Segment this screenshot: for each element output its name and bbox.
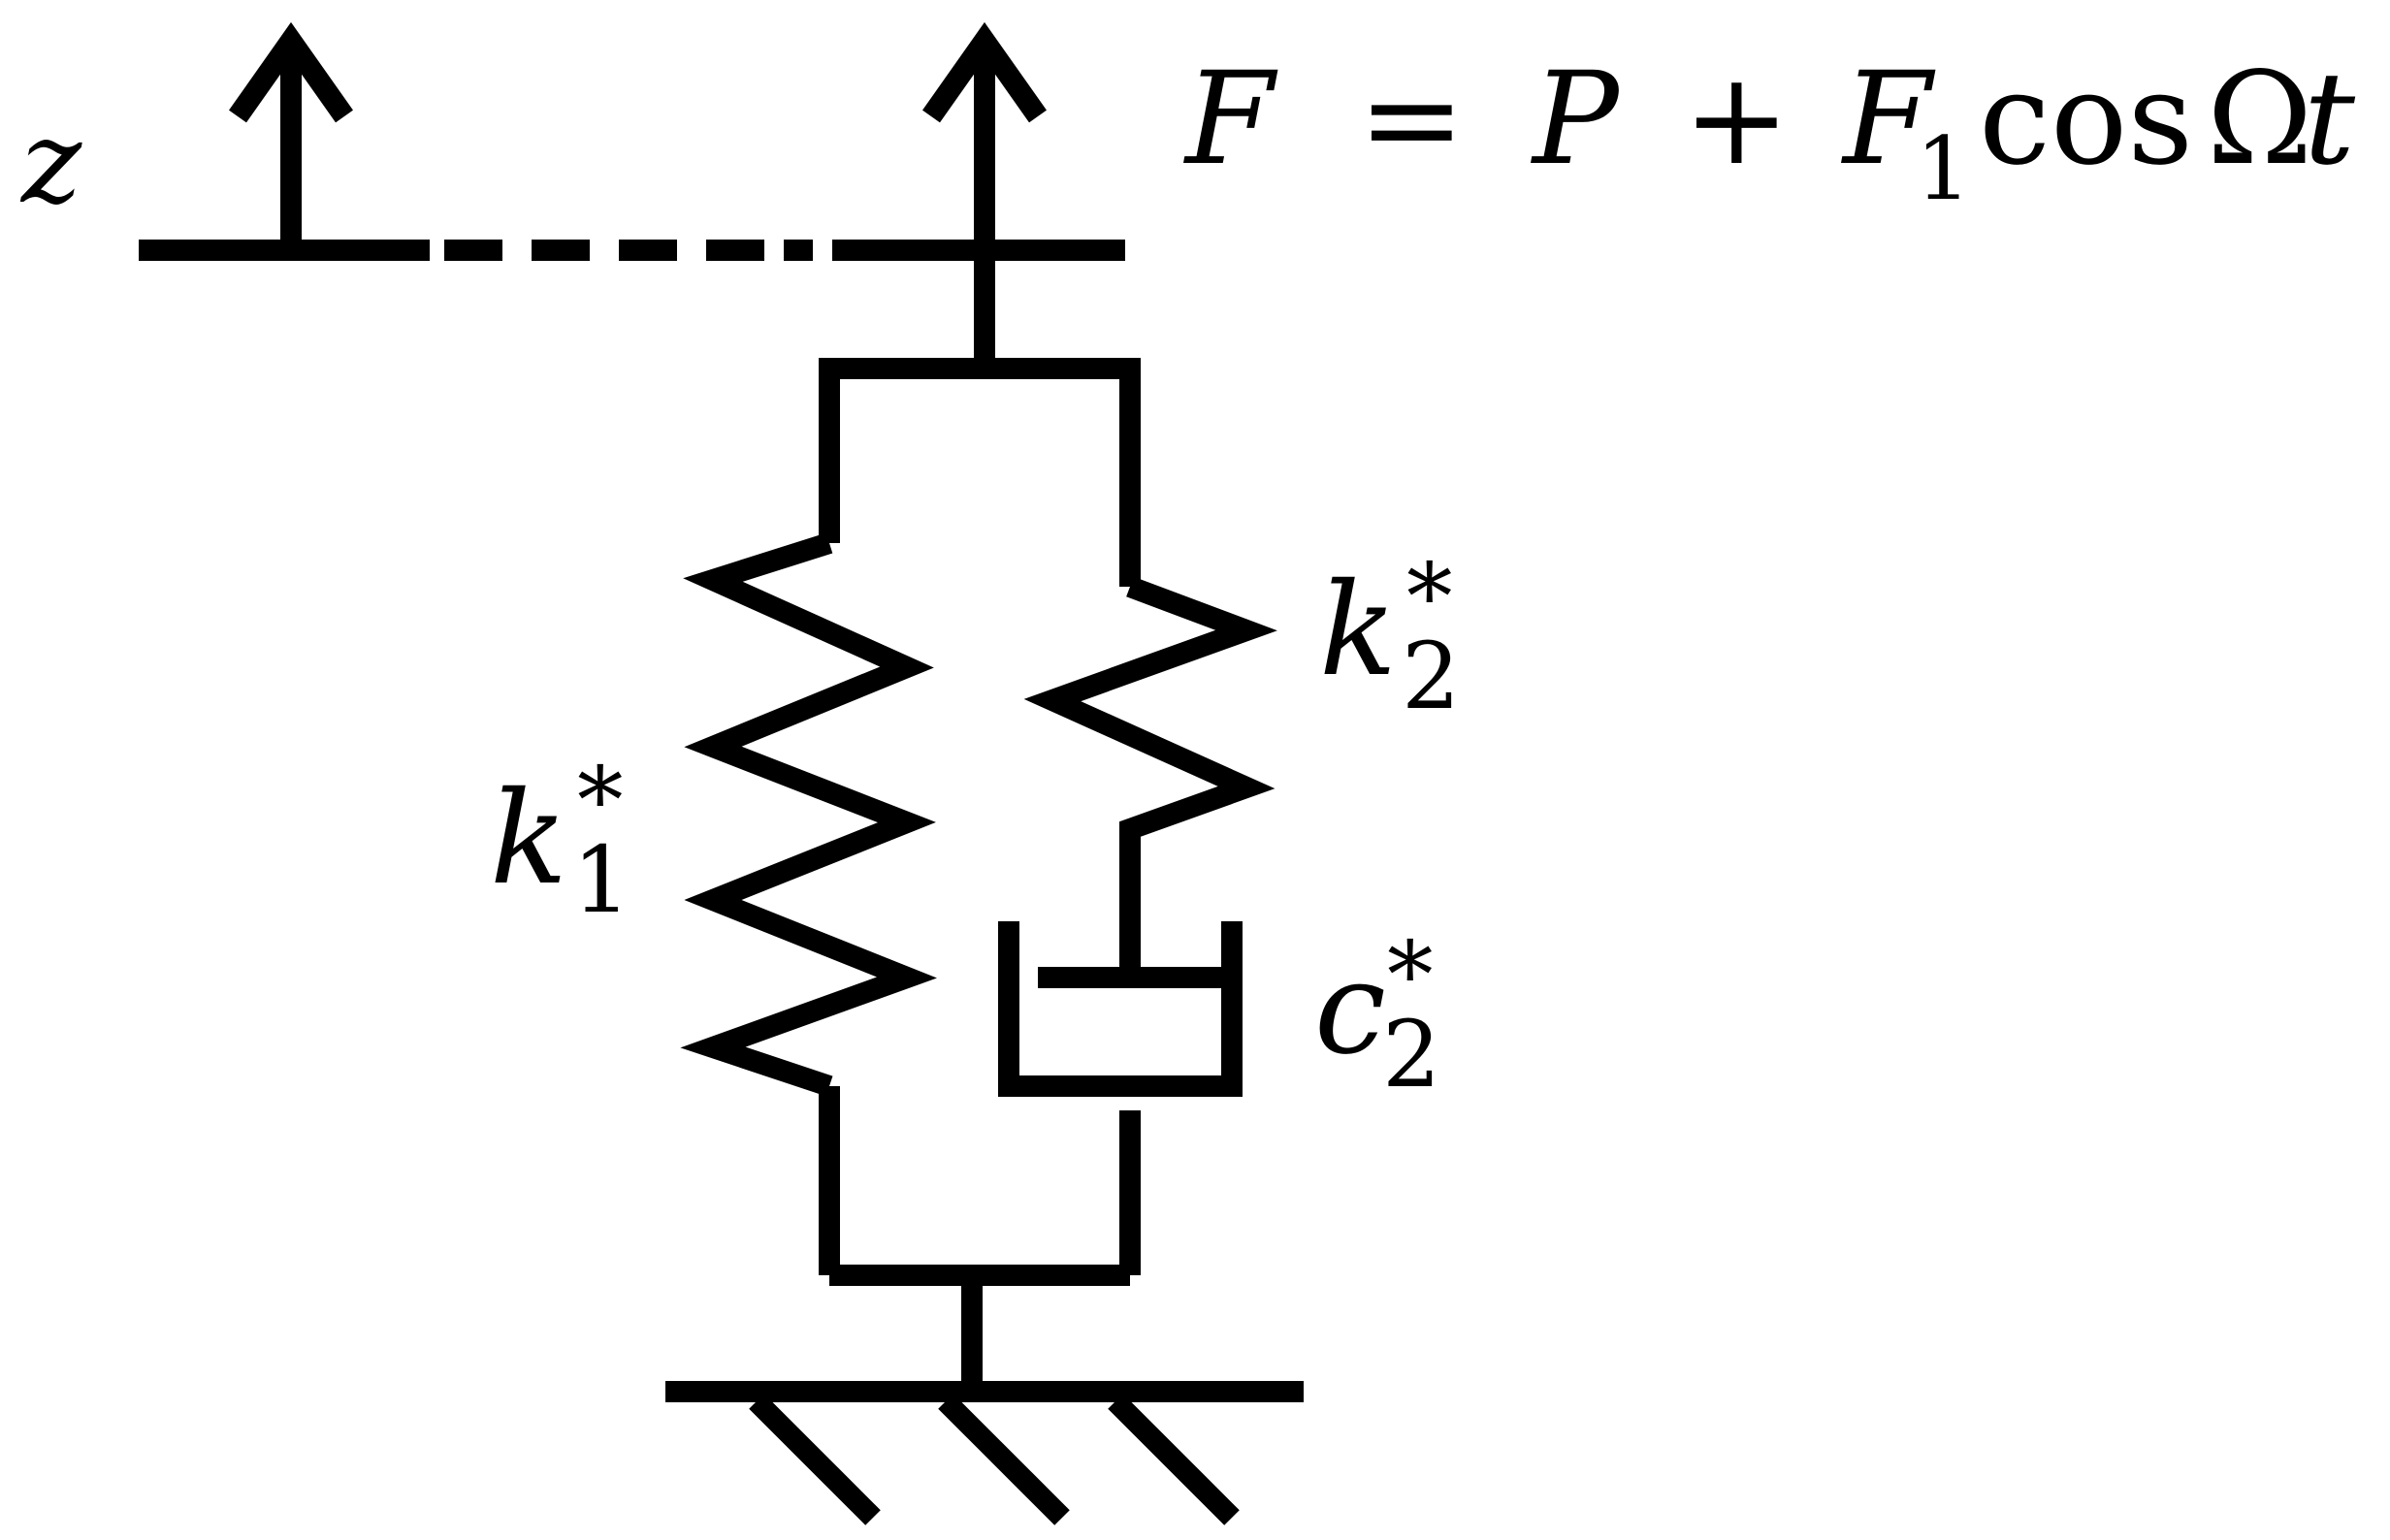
force-equation: F = P + F 1 cos Ω t: [1183, 45, 2356, 230]
spring-k2: [1023, 576, 1277, 979]
k1-label: k 1 *: [490, 748, 671, 943]
spring-k1: [680, 532, 937, 1097]
top-crossbar: [819, 358, 1141, 587]
z-label: z: [19, 95, 82, 229]
bottom-crossbar: [819, 1086, 1130, 1392]
c2-label: c 2 *: [1314, 922, 1481, 1117]
damper-c2: [998, 921, 1243, 1275]
ground-icon: [665, 1381, 1304, 1525]
z-arrow: [229, 21, 353, 250]
k2-label: k 2 *: [1319, 544, 1501, 739]
force-arrow: [922, 21, 1047, 369]
